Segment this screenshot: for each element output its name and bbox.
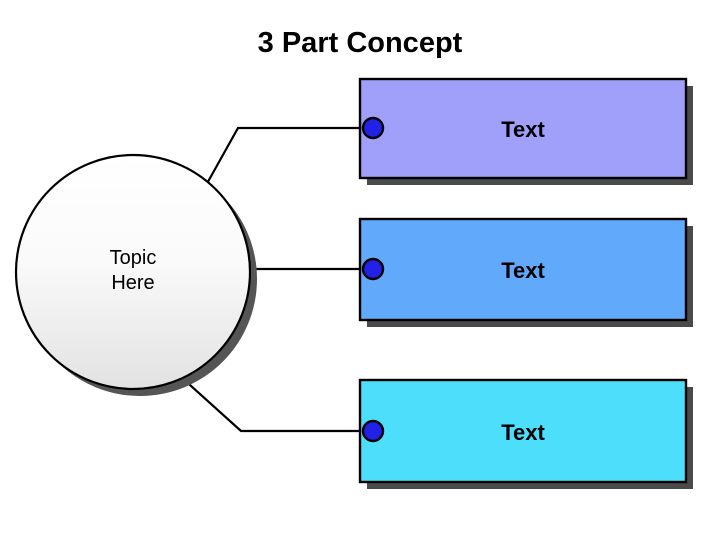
branch-box-3[interactable]: Text — [358, 378, 693, 489]
hub-circle-body — [14, 153, 252, 391]
hub-label-line2: Here — [111, 272, 154, 294]
branch-bullet-icon — [361, 419, 385, 443]
hub-label-line1: Topic — [110, 247, 157, 269]
connector-to-branch-3 — [179, 375, 360, 433]
branch-box-2-label: Text — [501, 258, 545, 283]
connector-to-branch-1 — [199, 126, 360, 197]
branch-box-3-body — [358, 378, 688, 484]
branch-box-1[interactable]: Text — [358, 77, 693, 185]
page-title: 3 Part Concept — [258, 27, 463, 59]
branch-box-1-label: Text — [501, 117, 545, 142]
branch-bullet-icon — [361, 116, 385, 140]
branch-bullet-icon — [361, 257, 385, 281]
branch-box-1-body — [358, 77, 688, 180]
branch-box-2-body — [358, 217, 688, 322]
branch-box-3-label: Text — [501, 420, 545, 445]
branch-box-2[interactable]: Text — [358, 217, 693, 327]
hub-topic-circle[interactable]: Topic Here — [14, 153, 257, 396]
